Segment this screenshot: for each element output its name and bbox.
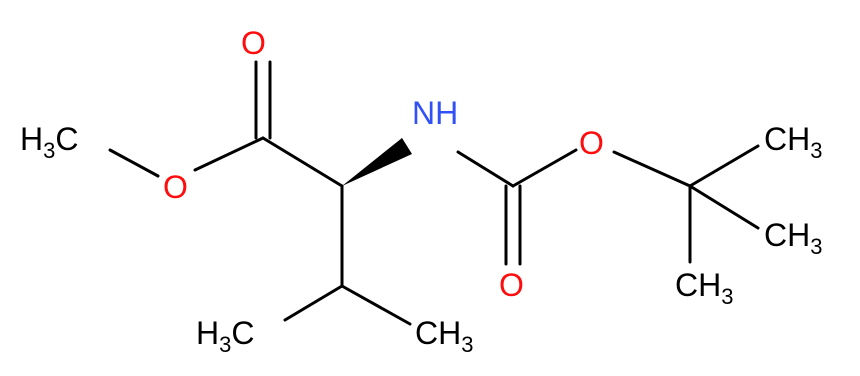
atom-methyl-iso-right: CH3 — [415, 315, 473, 357]
bond-beta-c-methyl-right — [340, 284, 412, 326]
atom-ester-oxygen: O — [163, 169, 188, 205]
bonds — [108, 60, 760, 326]
atom-methyl-iso-left: H3C — [196, 315, 254, 357]
atom-carbonyl-oxygen-top: O — [241, 25, 266, 61]
bond-alpha-c-nh-wedge — [342, 138, 412, 186]
bond-quaternary-c-methyl-mid — [688, 184, 760, 230]
bond-carbonyl-c-alpha-c — [261, 136, 344, 188]
atom-methyl-tbu-mid: CH3 — [764, 217, 822, 259]
bond-ester-o-carbonyl-c — [193, 136, 265, 172]
bond-methyl-ester-o — [108, 148, 160, 178]
atom-carbonyl-oxygen-bottom: O — [499, 267, 524, 303]
atom-methyl-tbu-top: CH3 — [764, 121, 822, 163]
bond-nh-carbamate-c — [456, 150, 515, 188]
atom-boc-oxygen: O — [579, 125, 604, 161]
bond-quaternary-c-methyl-top — [688, 144, 760, 188]
bond-boc-o-quaternary-c — [612, 150, 692, 188]
bond-carbamate-c-boc-o — [511, 148, 578, 188]
atom-amine: NH — [412, 95, 458, 131]
atom-labels: H3C O O NH O O CH3 CH3 CH3 H3C CH3 — [20, 25, 822, 357]
bond-beta-c-methyl-left — [283, 284, 344, 322]
atom-methyl-left: H3C — [20, 121, 78, 163]
atom-methyl-tbu-bottom: CH3 — [675, 267, 733, 309]
